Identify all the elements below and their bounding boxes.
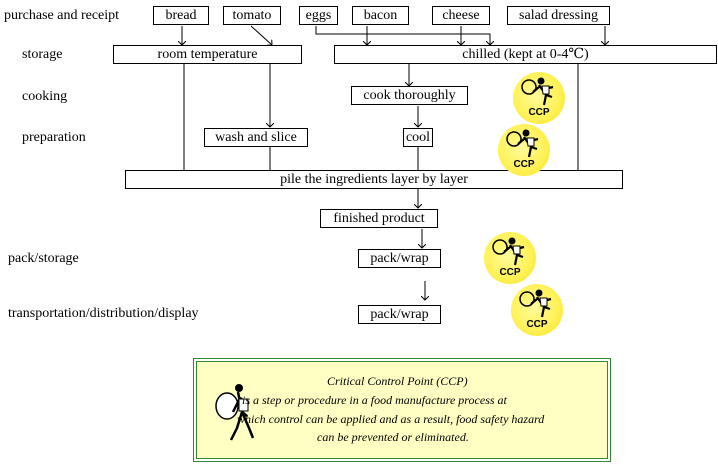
ccp-badge-label: CCP xyxy=(528,107,550,118)
ccp-badge-label: CCP xyxy=(499,267,521,278)
ingredient-tomato: tomato xyxy=(223,6,281,25)
ccp-badge-cooking: CCP xyxy=(513,72,565,124)
stage-label-pack-storage: pack/storage xyxy=(8,251,79,266)
stage-label-purchase: purchase and receipt xyxy=(4,8,120,23)
step-cook-thoroughly: cook thoroughly xyxy=(351,86,468,105)
stage-label-transport: transportation/distribution/display xyxy=(8,306,199,321)
inspector-figure-icon xyxy=(215,384,255,441)
ccp-badge-label: CCP xyxy=(526,319,548,330)
inspector-figure-icon xyxy=(521,77,554,106)
ingredient-eggs: eggs xyxy=(299,6,338,25)
stage-label-preparation: preparation xyxy=(22,130,86,145)
ccp-badge-pack-storage: CCP xyxy=(484,232,536,284)
ingredient-bacon: bacon xyxy=(352,6,409,25)
ccp-legend: Critical Control Point (CCP) is a step o… xyxy=(193,358,611,462)
ingredient-cheese: cheese xyxy=(432,6,490,25)
legend-title: Critical Control Point (CCP) xyxy=(327,374,468,388)
ingredient-bread: bread xyxy=(153,6,209,25)
step-room-temperature: room temperature xyxy=(113,45,302,64)
step-wash-and-slice: wash and slice xyxy=(204,128,308,147)
step-finished-product: finished product xyxy=(320,209,438,228)
stage-label-cooking: cooking xyxy=(22,89,68,104)
ingredient-salad-dressing: salad dressing xyxy=(507,6,610,25)
step-pile-ingredients: pile the ingredients layer by layer xyxy=(125,170,623,189)
inspector-figure-icon xyxy=(506,129,539,158)
ccp-badge-transport: CCP xyxy=(511,284,563,336)
stage-label-storage: storage xyxy=(22,47,63,62)
legend-text-line-2: which control can be applied and as a re… xyxy=(237,412,545,426)
ccp-badge-preparation: CCP xyxy=(498,124,550,176)
legend-text-line-1: is a step or procedure in a food manufac… xyxy=(242,393,507,407)
step-cool: cool xyxy=(403,128,433,147)
inspector-figure-icon xyxy=(519,289,552,318)
legend-text-line-3: can be prevented or eliminated. xyxy=(317,430,469,444)
step-pack-wrap-1: pack/wrap xyxy=(358,249,441,268)
inspector-figure-icon xyxy=(492,237,525,266)
step-chilled: chilled (kept at 0-4℃) xyxy=(334,45,717,64)
step-pack-wrap-2: pack/wrap xyxy=(358,305,441,324)
ccp-badge-label: CCP xyxy=(513,159,535,170)
